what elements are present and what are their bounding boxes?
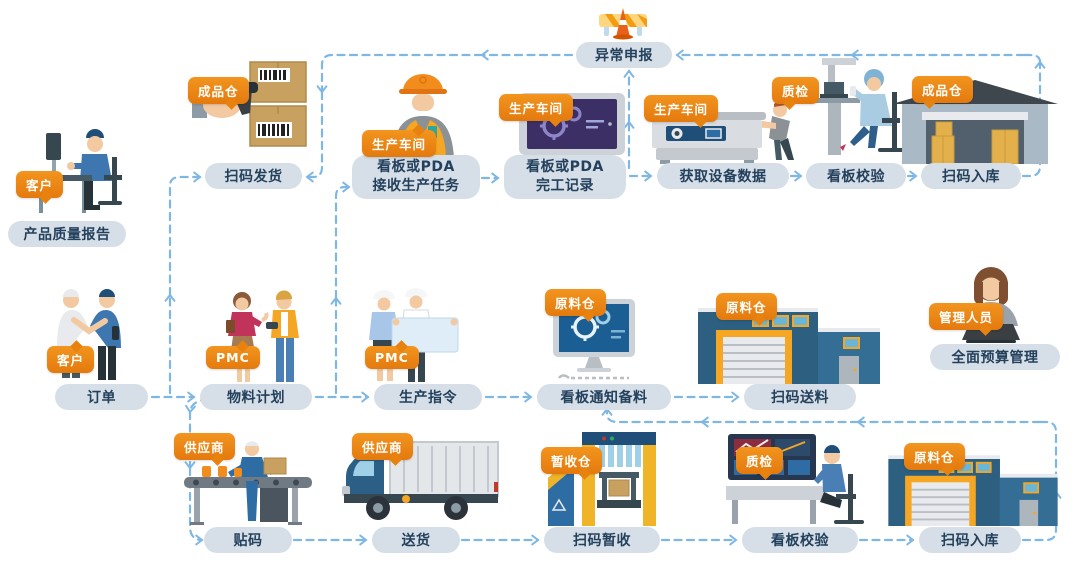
step-receive-task-line2: 接收生产任务 (372, 178, 460, 194)
tag-raw-warehouse-inbound: 原料仓 (904, 443, 965, 470)
tag-temp-warehouse: 暂收仓 (541, 447, 602, 474)
step-scan-temp-receive: 扫码暂收 (544, 527, 660, 553)
step-material-plan: 物料计划 (200, 384, 312, 410)
tag-supplier-delivery: 供应商 (352, 433, 413, 460)
step-completion-line2: 完工记录 (536, 178, 594, 194)
tag-raw-warehouse-feed: 原料仓 (716, 293, 777, 320)
tag-manager: 管理人员 (929, 303, 1004, 330)
step-scan-inbound-bottom: 扫码入库 (919, 527, 1021, 553)
tag-finished-warehouse-ship: 成品仓 (188, 77, 249, 104)
tag-finished-warehouse-inbound: 成品仓 (912, 76, 973, 103)
tag-supplier-labeling: 供应商 (174, 433, 235, 460)
qc-desk-icon (810, 58, 904, 155)
step-scan-ship: 扫码发货 (205, 163, 302, 189)
manager-laptop-icon (962, 267, 1020, 343)
barcode-scanner-icon (192, 61, 307, 147)
gantry-machine-icon (548, 432, 656, 526)
step-receive-task: 看板或PDA 接收生产任务 (352, 155, 480, 199)
blueprint-icon (369, 288, 459, 382)
tag-workshop-device: 生产车间 (644, 95, 719, 122)
step-labeling: 贴码 (204, 527, 292, 553)
tag-pmc-material: PMC (206, 346, 260, 369)
tag-raw-warehouse-notify: 原料仓 (545, 289, 606, 316)
step-kanban-verify-bottom: 看板校验 (742, 527, 858, 553)
step-kanban-verify-top: 看板校验 (806, 163, 906, 189)
step-exception-report: 异常申报 (576, 42, 672, 68)
conveyor-icon (184, 441, 312, 525)
barrier-icon (599, 8, 647, 40)
tag-customer-order: 客户 (47, 346, 95, 373)
step-production-order: 生产指令 (374, 384, 482, 410)
step-budget-management: 全面预算管理 (930, 344, 1060, 370)
step-receive-task-line1: 看板或PDA (377, 159, 455, 175)
step-scan-feed: 扫码送料 (744, 384, 856, 410)
step-kanban-notify: 看板通知备料 (537, 384, 671, 410)
customer-desk-icon (34, 129, 122, 213)
step-order: 订单 (55, 384, 148, 410)
monitor-gears-icon (553, 299, 635, 380)
tag-workshop-receive: 生产车间 (362, 130, 437, 157)
step-quality-report: 产品质量报告 (8, 221, 126, 247)
tag-qc-top: 质检 (772, 77, 820, 104)
step-completion-record: 看板或PDA 完工记录 (504, 155, 626, 199)
step-delivery: 送货 (372, 527, 460, 553)
warehouse-blue-icon (888, 455, 1058, 526)
step-completion-line1: 看板或PDA (526, 159, 604, 175)
tag-qc-bottom: 质检 (736, 447, 784, 474)
pmc-discussion-icon (226, 290, 299, 382)
step-device-data: 获取设备数据 (657, 163, 789, 189)
tag-pmc-production: PMC (365, 346, 419, 369)
tag-customer-report: 客户 (16, 171, 64, 198)
step-scan-inbound-top: 扫码入库 (921, 163, 1021, 189)
tag-workshop-completion: 生产车间 (499, 94, 574, 121)
